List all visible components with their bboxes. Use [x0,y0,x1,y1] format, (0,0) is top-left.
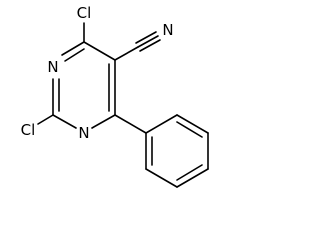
ring-nitrogen-lower-label: N [78,124,89,142]
bond-cn-triple-c [139,39,161,52]
atom-labels: Cl Cl N N N [21,4,174,142]
chlorine-top-label: Cl [77,4,92,22]
bond-ph-inner-2 [176,164,203,181]
bond-c4-c5 [83,41,116,61]
bond-ph-1 [145,114,178,134]
ring-nitrogen-upper-label: N [47,58,58,76]
bond-c6-phenyl [114,114,147,134]
chlorine-left-label: Cl [21,121,36,139]
bond-cn-triple-a [137,35,159,48]
bond-cn-triple-b [135,31,157,44]
bond-ph-5 [145,168,178,188]
bond-n3-c4-inner [64,48,85,62]
bond-n3-c4 [61,41,85,56]
chemical-structure: Cl Cl N N N [21,4,209,188]
bond-n1-c2 [52,114,77,129]
bond-c2-cl [37,114,54,125]
bond-ph-4 [176,168,209,188]
bond-c6-n1 [91,114,116,129]
bond-ph-inner-1 [176,121,203,138]
bonds [37,22,209,188]
bond-c5-cn [114,46,139,61]
nitrile-nitrogen-label: N [162,21,173,39]
bond-ph-2 [176,114,209,134]
